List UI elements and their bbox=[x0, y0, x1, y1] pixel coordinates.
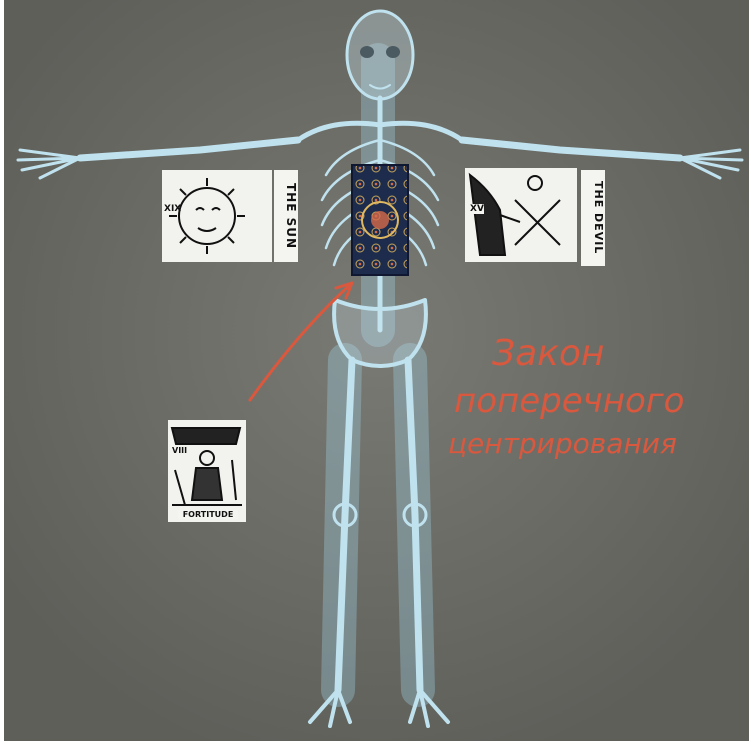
fortitude-card-number: VIII bbox=[172, 446, 192, 455]
annotation-line-3: центрирования bbox=[448, 430, 677, 458]
devil-card-number: XV bbox=[470, 204, 484, 214]
devil-card-art bbox=[465, 168, 577, 262]
card-back bbox=[352, 165, 408, 275]
annotation-line-2: поперечного bbox=[454, 384, 684, 418]
pelvis bbox=[334, 300, 426, 366]
devil-card-caption: THE DEVIL bbox=[581, 170, 605, 266]
fortitude-card-caption: FORTITUDE bbox=[178, 510, 238, 519]
annotation-line-1: Закон bbox=[492, 336, 604, 372]
sun-card-art bbox=[162, 170, 272, 262]
fortitude-card-art bbox=[168, 420, 246, 522]
sun-card-number: XIX bbox=[164, 204, 178, 214]
sun-card-caption: THE SUN bbox=[274, 170, 298, 262]
skull bbox=[347, 11, 413, 99]
